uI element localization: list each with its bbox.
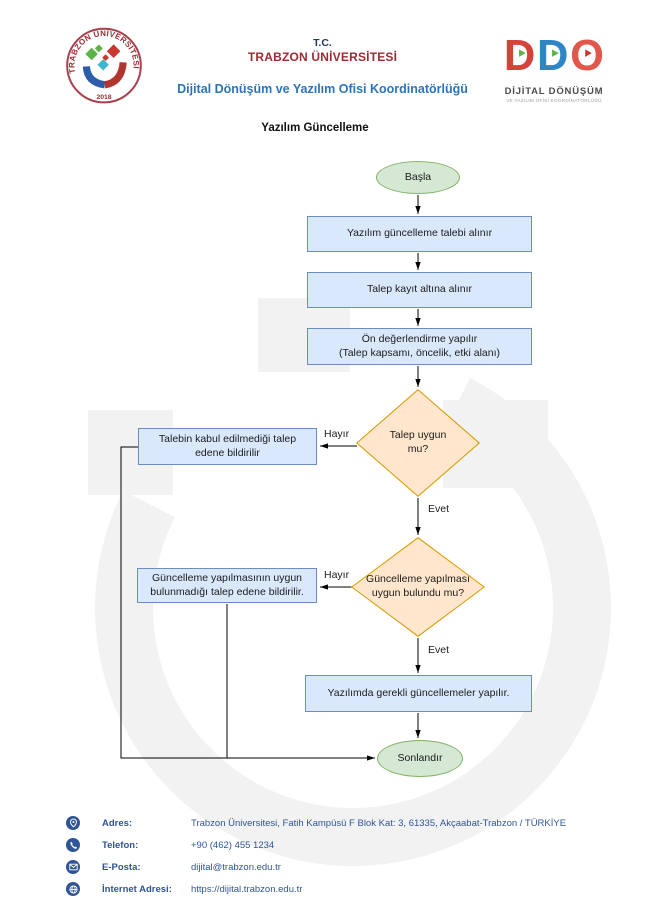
- footer-label: İnternet Adresi:: [102, 883, 172, 895]
- footer-label: E-Posta:: [102, 861, 141, 873]
- flow-process-label: Talebin kabul edilmediği talep edene bil…: [158, 432, 297, 459]
- flow-decision-label-line1: Güncelleme yapılması: [366, 573, 470, 586]
- email-icon: [66, 860, 80, 874]
- flow-decision-label-line2: mu?: [407, 443, 429, 455]
- page-title: Yazılım Güncelleme: [261, 122, 369, 134]
- header-university-name: TRABZON ÜNİVERSİTESİ: [247, 50, 398, 64]
- footer-value: +90 (462) 455 1234: [191, 839, 275, 851]
- header-tc: T.C.: [313, 37, 332, 49]
- footer-value: dijital@trabzon.edu.tr: [191, 861, 281, 873]
- flow-process-label: Yazılımda gerekli güncellemeler yapılır.: [327, 686, 510, 699]
- flow-process-label: Yazılım güncelleme talebi alınır: [346, 227, 493, 240]
- ddo-logo-letters: D D O: [504, 32, 604, 80]
- flow-yes-label: Evet: [428, 644, 450, 656]
- flow-process-reject-notify: Talebin kabul edilmediği talep edene bil…: [138, 428, 317, 465]
- header-office-name: Dijital Dönüşüm ve Yazılım Ofisi Koordin…: [177, 82, 468, 96]
- flow-no-label: Hayır: [324, 428, 350, 440]
- footer-value: https://dijital.trabzon.edu.tr: [191, 883, 303, 895]
- footer-label: Telefon:: [102, 839, 139, 851]
- globe-icon: [66, 882, 80, 896]
- flow-yes-label: Evet: [428, 503, 450, 515]
- flow-process-label: Güncelleme yapılmasının uygun bulunmadığ…: [150, 571, 304, 598]
- flow-start-label: Başla: [404, 170, 432, 183]
- flow-process-updates-applied: Yazılımda gerekli güncellemeler yapılır.: [305, 675, 532, 712]
- footer-label: Adres:: [102, 817, 133, 829]
- footer-row-phone: Telefon: +90 (462) 455 1234: [66, 837, 274, 853]
- footer-row-address: Adres: Trabzon Üniversitesi, Fatih Kampü…: [66, 815, 566, 831]
- flow-decision-label: Talep uygun mu?: [390, 429, 447, 456]
- ddo-logo-subtitle: VE YAZILIM OFİSİ KOORDİNATÖRLÜĞÜ: [506, 98, 602, 103]
- flow-process-update-rejected-notify: Güncelleme yapılmasının uygun bulunmadığ…: [137, 568, 317, 603]
- footer-row-email: E-Posta: dijital@trabzon.edu.tr: [66, 859, 281, 875]
- flow-decision-label-line1: Talep uygun: [389, 429, 447, 442]
- phone-icon: [66, 838, 80, 852]
- location-pin-icon: [66, 816, 80, 830]
- flow-process-pre-evaluation: Ön değerlendirme yapılır (Talep kapsamı,…: [307, 328, 532, 365]
- flow-process-request-received: Yazılım güncelleme talebi alınır: [307, 216, 532, 252]
- footer-value: Trabzon Üniversitesi, Fatih Kampüsü F Bl…: [191, 817, 567, 829]
- flow-end-label: Sonlandır: [397, 751, 443, 764]
- flow-process-label: Ön değerlendirme yapılır (Talep kapsamı,…: [339, 333, 500, 360]
- ddo-logo-title: DİJİTAL DÖNÜŞÜM: [504, 86, 604, 97]
- flow-end-terminal: Sonlandır: [377, 740, 463, 777]
- flow-process-label-line2: (Talep kapsamı, öncelik, etki alanı): [338, 346, 501, 359]
- ddo-letter-o: O: [570, 32, 604, 80]
- trabzon-university-logo: TRABZON ÜNİVERSİTESİ 2018: [66, 27, 142, 104]
- flow-decision-label: Güncelleme yapılması uygun bulundu mu?: [366, 573, 470, 600]
- flow-decision-label-line2: uygun bulundu mu?: [371, 587, 465, 599]
- flow-process-label: Talep kayıt altına alınır: [366, 283, 473, 296]
- flow-no-label: Hayır: [324, 569, 350, 581]
- flow-start-terminal: Başla: [376, 161, 460, 194]
- flow-process-label-line1: Ön değerlendirme yapılır: [361, 332, 478, 345]
- logo-year: 2018: [96, 94, 111, 101]
- flow-process-request-recorded: Talep kayıt altına alınır: [307, 272, 532, 308]
- footer-row-website: İnternet Adresi: https://dijital.trabzon…: [66, 881, 302, 897]
- ddo-logo: D D O DİJİTAL DÖNÜŞÜM VE YAZILIM OFİSİ K…: [495, 30, 613, 103]
